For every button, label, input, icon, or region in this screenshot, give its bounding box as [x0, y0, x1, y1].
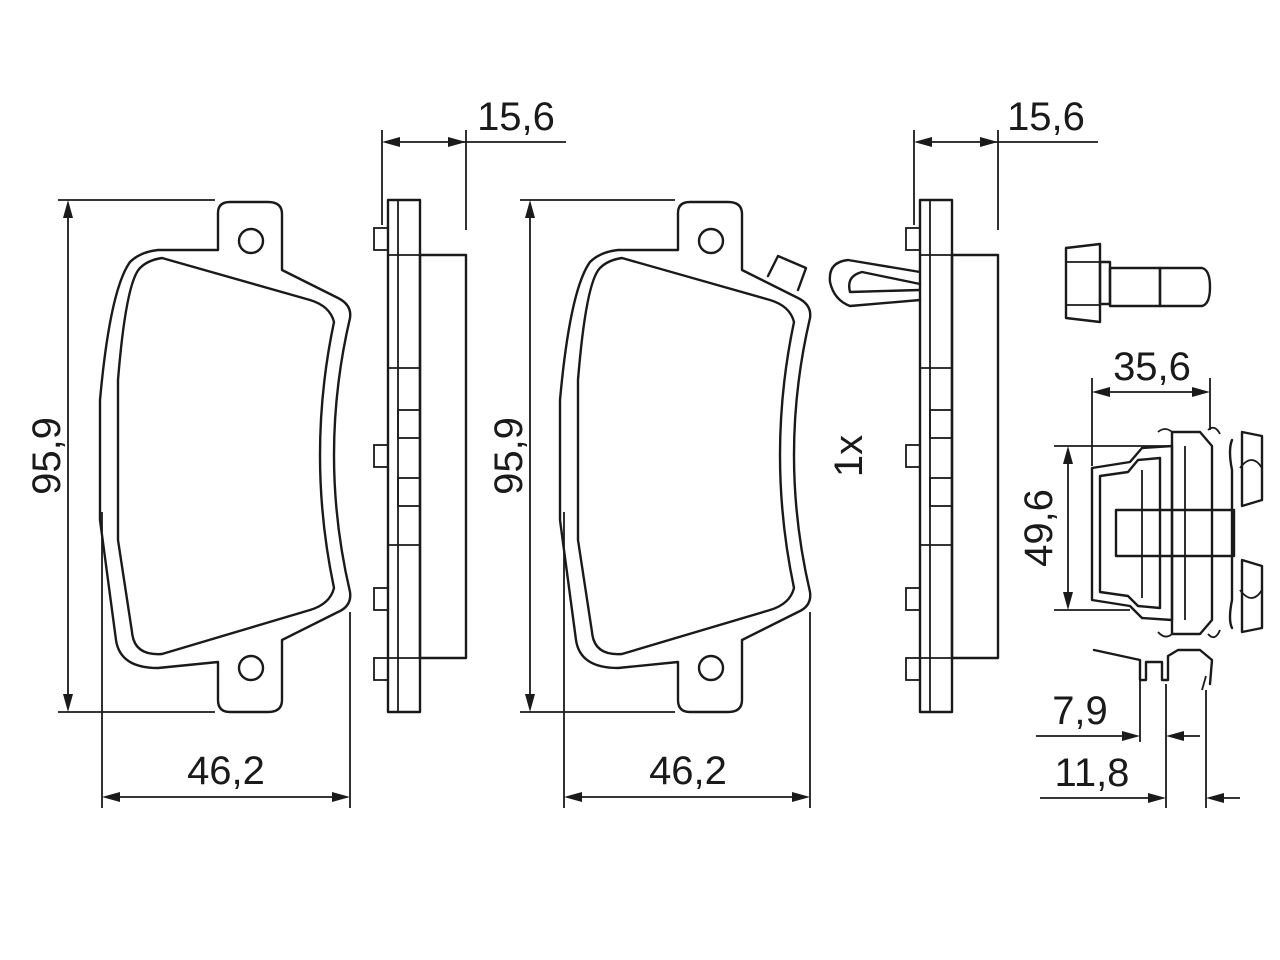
wear-sensor-tab — [766, 254, 808, 292]
pad-a-side-view — [373, 198, 468, 714]
clip-height-dimension: 49,6 — [1017, 445, 1170, 611]
quantity-label: 1x — [827, 435, 871, 477]
pad-b-thickness-label: 15,6 — [1007, 95, 1085, 139]
pad-a-thickness-label: 15,6 — [477, 95, 555, 139]
clip-side-profile — [1092, 648, 1214, 691]
pad-a-height-dimension: 95,9 — [25, 199, 215, 713]
bolt — [1064, 242, 1212, 324]
clip-depth-a-dimension: 7,9 — [1036, 680, 1200, 808]
pad-a-width-label: 46,2 — [187, 749, 265, 793]
pad-a-front-view — [98, 200, 352, 714]
clip-height-label: 49,6 — [1017, 489, 1061, 567]
pad-b-height-label: 95,9 — [487, 417, 531, 495]
pad-b-side-view — [828, 198, 1000, 714]
clip-depth-b-dimension: 11,8 — [1040, 690, 1240, 808]
pad-a-height-label: 95,9 — [25, 417, 69, 495]
clip-width-dimension: 35,6 — [1091, 345, 1211, 466]
spring-clip-side — [828, 258, 922, 308]
pad-b-width-label: 46,2 — [649, 749, 727, 793]
retaining-clip — [1090, 426, 1264, 639]
clip-depth-b-label: 11,8 — [1055, 751, 1130, 795]
pad-a-width-dimension: 46,2 — [101, 512, 351, 808]
pad-b-width-dimension: 46,2 — [563, 512, 811, 808]
pad-a-thickness-dimension: 15,6 — [381, 95, 566, 230]
clip-width-label: 35,6 — [1113, 345, 1191, 389]
pad-b-thickness-dimension: 15,6 — [913, 95, 1098, 230]
clip-depth-a-label: 7,9 — [1052, 689, 1108, 733]
pad-b-height-dimension: 95,9 — [487, 199, 675, 713]
pad-b-front-view — [558, 200, 812, 714]
